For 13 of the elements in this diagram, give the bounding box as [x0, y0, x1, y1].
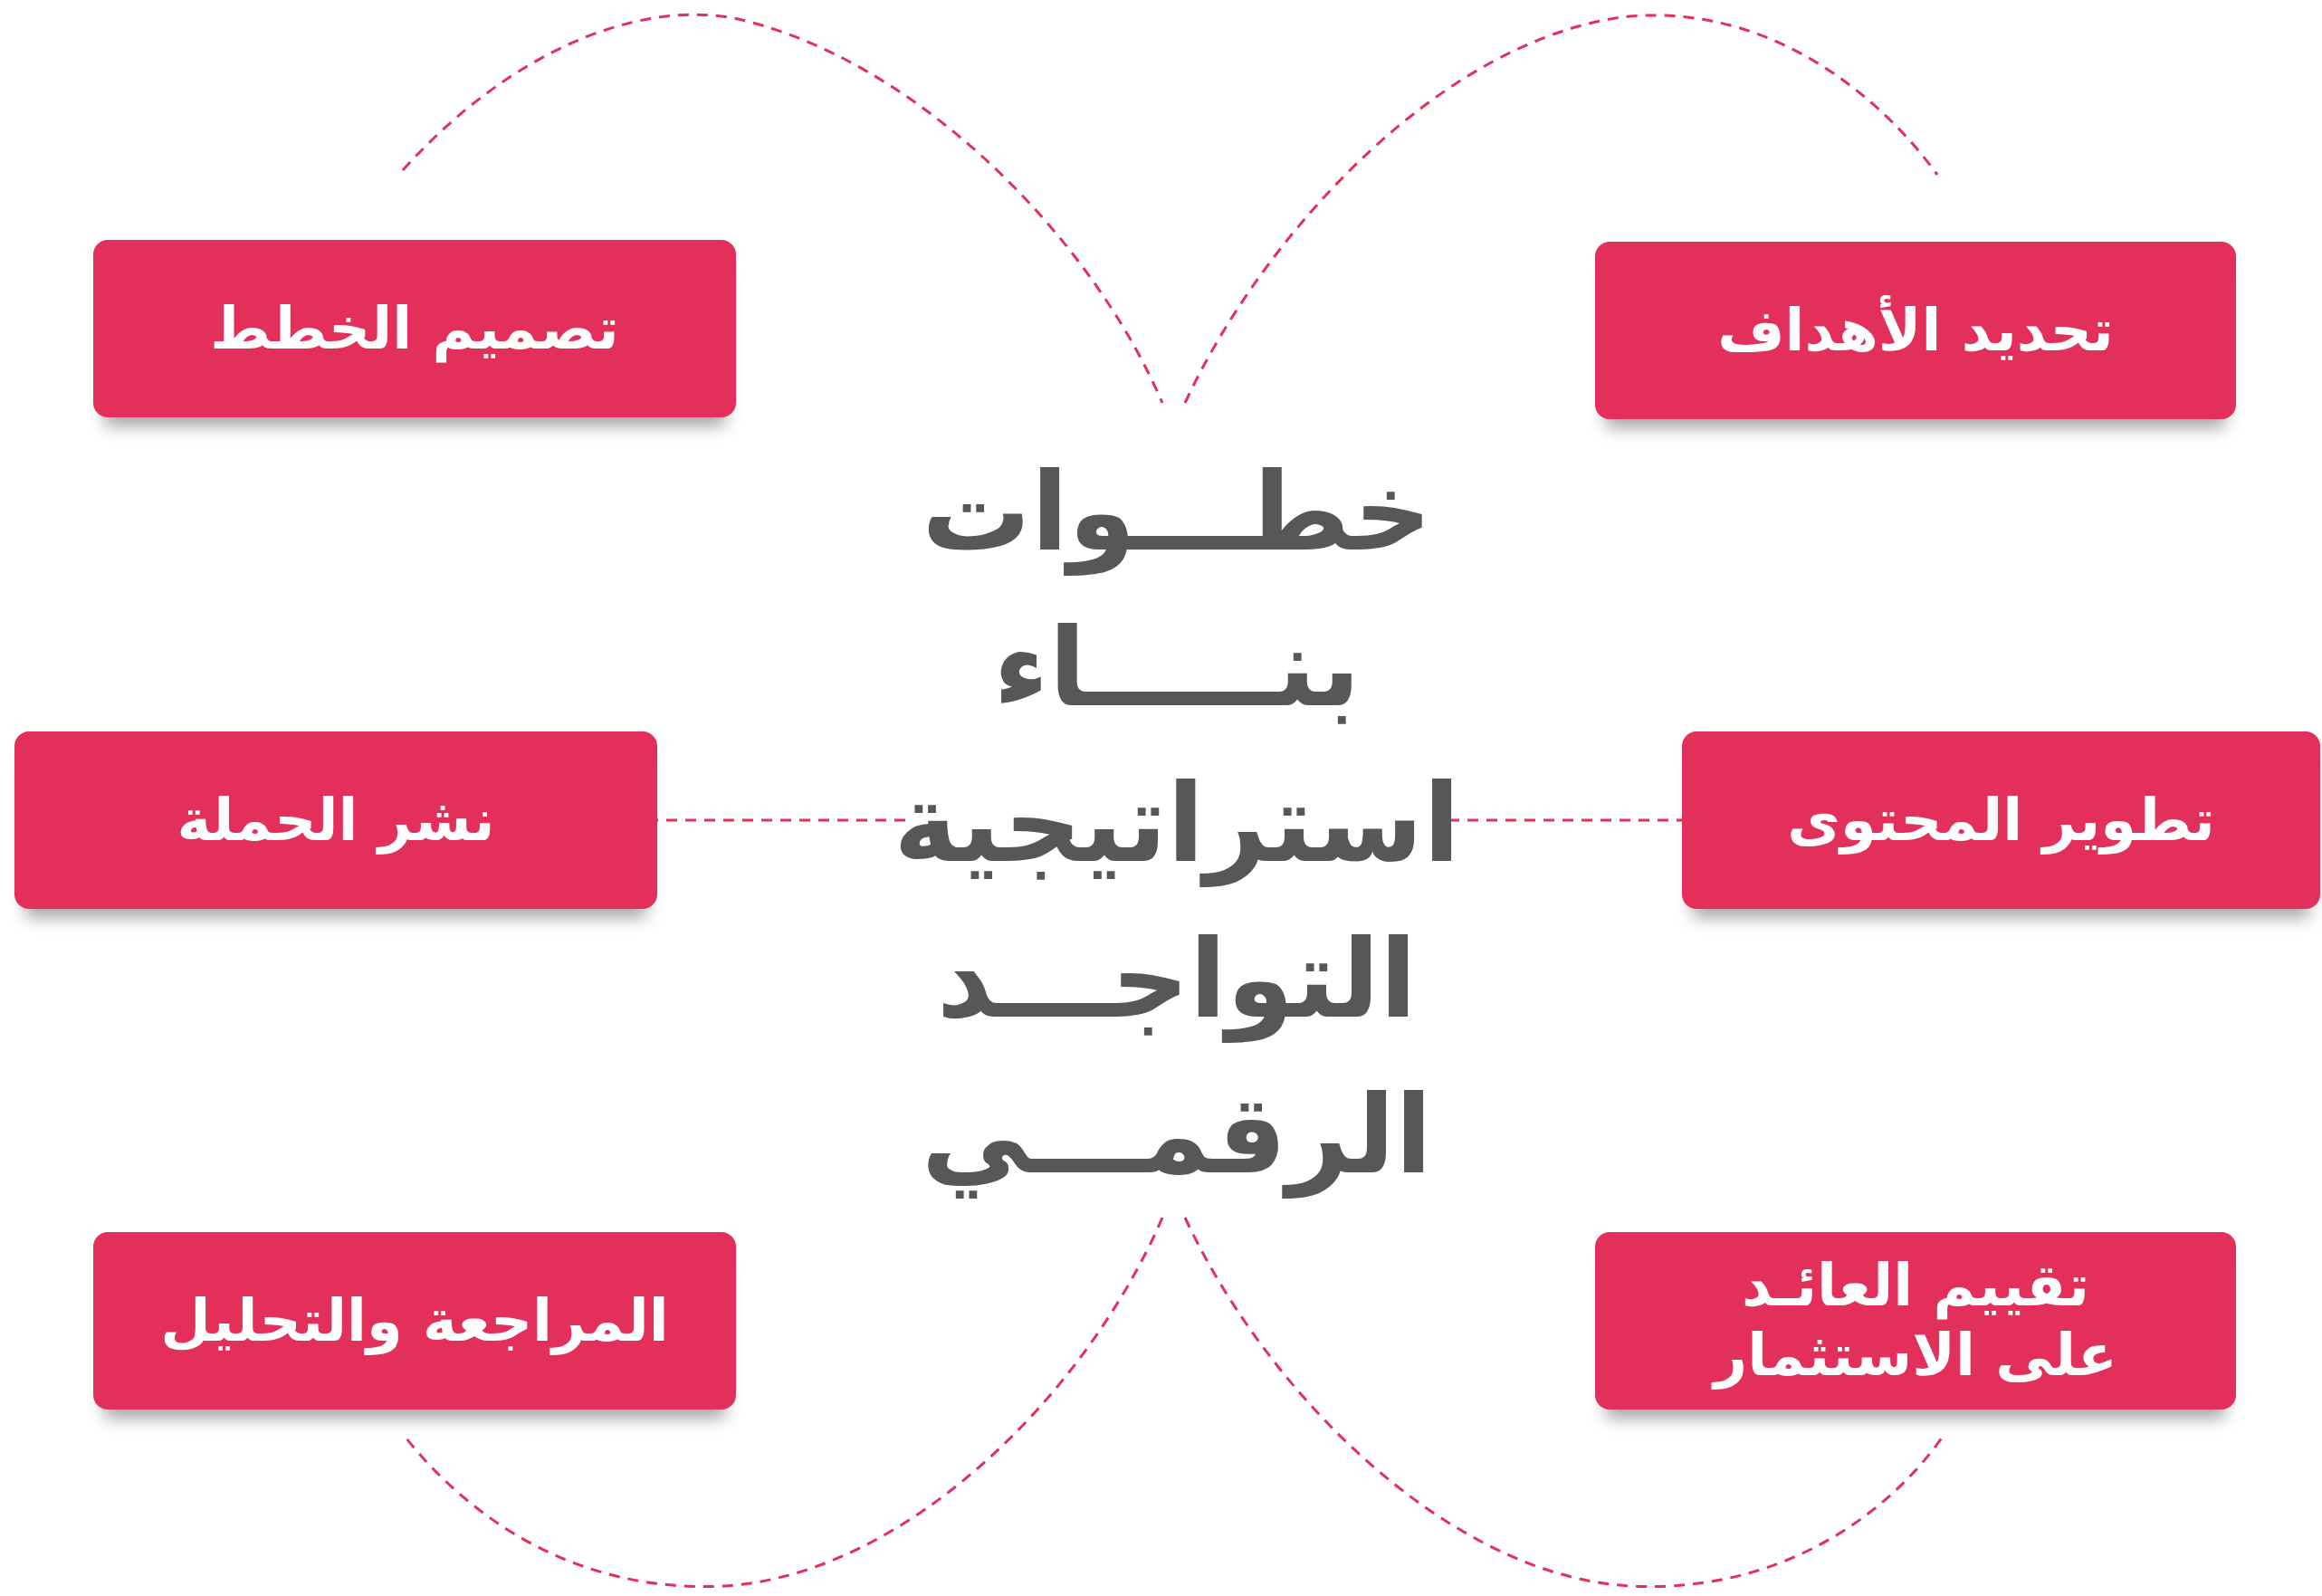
step-box: [14, 731, 657, 909]
step-label: تقييم العائـد على الاستثمار: [1707, 1251, 2124, 1391]
step-box: [93, 1232, 736, 1410]
step-box: [1595, 242, 2236, 419]
step-box: [1595, 1232, 2236, 1410]
step-label: نشر الحملة: [177, 785, 495, 855]
step-label: المراجعة والتحليل: [160, 1285, 669, 1356]
step-box: [93, 240, 736, 417]
step-label: تصميم الخطط: [210, 293, 619, 364]
step-box: [1682, 731, 2320, 909]
center-heading: خطـــوات بنـــــاء استراتيجية التواجـــد الرقمـــي: [893, 448, 1461, 1200]
step-label: تطوير المحتوى: [1787, 785, 2215, 855]
step-label: تحديد الأهداف: [1717, 295, 2114, 366]
